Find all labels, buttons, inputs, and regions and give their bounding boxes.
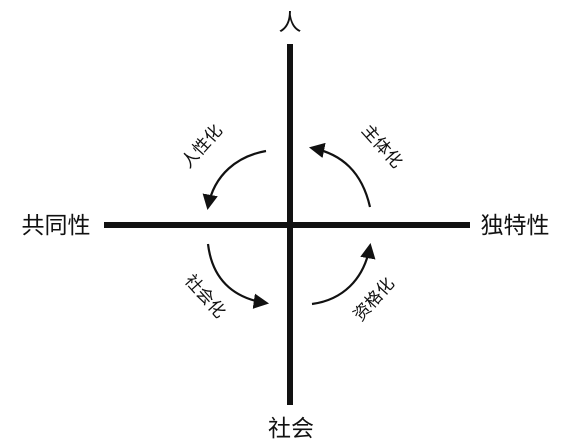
arrow-top-right xyxy=(308,142,372,208)
process-label-top-left: 人性化 xyxy=(178,121,227,172)
axis-label-bottom: 社会 xyxy=(268,416,314,442)
process-label-top-right: 主体化 xyxy=(357,121,406,172)
axis-label-top: 人 xyxy=(279,10,302,36)
arrow-bottom-right xyxy=(311,242,376,306)
arrow-bottom-left xyxy=(206,243,270,309)
process-label-bottom-right: 资格化 xyxy=(350,274,399,325)
axis-label-left: 共同性 xyxy=(22,213,91,239)
arrow-top-left xyxy=(202,149,267,211)
axis-label-right: 独特性 xyxy=(481,213,550,239)
